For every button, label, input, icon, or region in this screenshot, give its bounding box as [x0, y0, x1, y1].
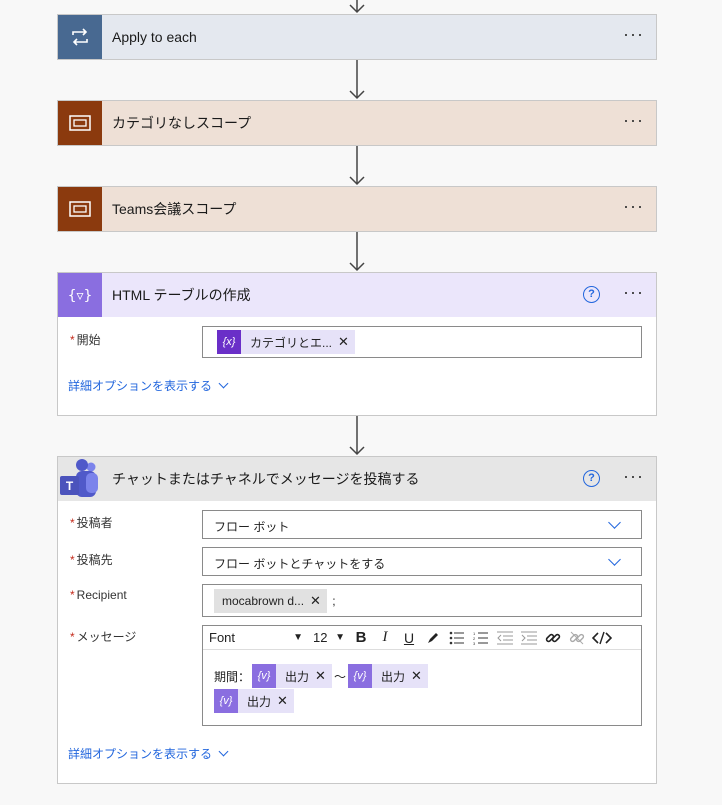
help-icon[interactable]: ? — [583, 286, 600, 303]
connector-arrow — [347, 0, 367, 14]
bulleted-list-icon[interactable] — [445, 627, 469, 649]
recipient-field[interactable]: mocabrown d... ✕ ; — [202, 584, 642, 617]
help-icon[interactable]: ? — [583, 470, 600, 487]
connector-arrow — [347, 60, 367, 100]
post-as-dropdown[interactable]: フロー ボット — [202, 510, 642, 539]
show-advanced-options-link[interactable]: 詳細オプションを表示する — [68, 377, 229, 394]
font-family-select[interactable]: Font ▼ — [209, 630, 303, 645]
more-options-button[interactable]: ··· — [623, 110, 644, 130]
chevron-down-icon — [608, 516, 621, 529]
step-header[interactable]: T チャットまたはチャネルでメッセージを投稿する ? ··· — [58, 457, 656, 501]
dynamic-content-chip[interactable]: {x} カテゴリとエ... ✕ — [217, 330, 355, 354]
link-icon[interactable] — [541, 627, 565, 649]
remove-chip-button[interactable]: ✕ — [338, 334, 349, 349]
step-post-message-teams: T チャットまたはチャネルでメッセージを投稿する ? ··· *投稿者 フロー … — [57, 456, 657, 784]
from-label: *開始 — [70, 333, 101, 347]
recipient-label: *Recipient — [70, 588, 127, 602]
font-size-select[interactable]: 12 ▼ — [313, 630, 345, 645]
highlight-pen-icon[interactable] — [421, 627, 445, 649]
step-title: Apply to each — [112, 29, 197, 45]
data-operation-icon: {▿} — [58, 273, 102, 317]
step-header[interactable]: {▿} HTML テーブルの作成 ? ··· — [58, 273, 656, 317]
chevron-down-icon — [218, 746, 229, 757]
more-options-button[interactable]: ··· — [623, 196, 644, 216]
step-scope-teams-meeting[interactable]: Teams会議スコープ ··· — [57, 186, 657, 232]
step-title: チャットまたはチャネルでメッセージを投稿する — [112, 471, 420, 487]
caret-down-icon: ▼ — [293, 632, 303, 643]
remove-chip-button[interactable]: ✕ — [410, 668, 422, 683]
expression-icon: {v} — [347, 664, 372, 688]
italic-button[interactable]: I — [382, 629, 388, 645]
dynamic-content-chip[interactable]: {v} 出力 ✕ — [214, 689, 294, 713]
message-label: *メッセージ — [70, 630, 137, 644]
message-line-1: 期間： {v} 出力 ✕ 〜 {v} 出力 ✕ — [214, 664, 428, 688]
svg-text:2: 2 — [473, 636, 476, 641]
svg-text:1: 1 — [473, 631, 476, 636]
more-options-button[interactable]: ··· — [623, 24, 644, 44]
step-scope-uncategorized[interactable]: カテゴリなしスコープ ··· — [57, 100, 657, 146]
more-options-button[interactable]: ··· — [623, 282, 644, 302]
caret-down-icon: ▼ — [335, 632, 345, 643]
step-title: Teams会議スコープ — [112, 201, 237, 217]
connector-arrow — [347, 232, 367, 272]
variable-icon: {x} — [217, 330, 241, 354]
svg-text:{▿}: {▿} — [68, 288, 92, 304]
message-line-2: {v} 出力 ✕ — [214, 689, 294, 713]
post-as-label: *投稿者 — [70, 516, 113, 530]
unlink-icon[interactable] — [565, 627, 589, 649]
decrease-indent-icon[interactable] — [493, 627, 517, 649]
step-apply-to-each[interactable]: Apply to each ··· — [57, 14, 657, 60]
svg-text:T: T — [66, 479, 74, 493]
post-in-dropdown[interactable]: フロー ボットとチャットをする — [202, 547, 642, 576]
dynamic-content-chip[interactable]: {v} 出力 ✕ — [347, 664, 428, 688]
step-create-html-table: {▿} HTML テーブルの作成 ? ··· *開始 {x} カテゴリとエ...… — [57, 272, 657, 416]
remove-chip-button[interactable]: ✕ — [277, 693, 288, 708]
expression-icon: {v} — [252, 664, 277, 688]
chevron-down-icon — [608, 553, 621, 566]
step-title: HTML テーブルの作成 — [112, 287, 251, 303]
post-in-label: *投稿先 — [70, 553, 113, 567]
code-view-icon[interactable] — [589, 627, 615, 649]
show-advanced-options-link[interactable]: 詳細オプションを表示する — [68, 745, 229, 762]
loop-icon — [58, 15, 102, 59]
connector-arrow — [347, 416, 367, 456]
svg-text:3: 3 — [473, 641, 476, 645]
dynamic-content-chip[interactable]: {v} 出力 ✕ — [252, 664, 332, 688]
scope-icon — [58, 101, 102, 145]
connector-arrow — [347, 146, 367, 186]
bold-button[interactable]: B — [355, 629, 367, 646]
remove-chip-button[interactable]: ✕ — [315, 668, 326, 683]
chevron-down-icon — [218, 378, 229, 389]
step-title: カテゴリなしスコープ — [112, 115, 252, 131]
recipient-chip[interactable]: mocabrown d... ✕ — [214, 589, 327, 613]
increase-indent-icon[interactable] — [517, 627, 541, 649]
expression-icon: {v} — [214, 689, 238, 713]
scope-icon — [58, 187, 102, 231]
underline-button[interactable]: U — [403, 629, 415, 646]
remove-chip-button[interactable]: ✕ — [310, 593, 321, 608]
teams-icon: T — [58, 457, 102, 501]
more-options-button[interactable]: ··· — [623, 466, 644, 486]
from-field[interactable]: {x} カテゴリとエ... ✕ — [202, 326, 642, 358]
